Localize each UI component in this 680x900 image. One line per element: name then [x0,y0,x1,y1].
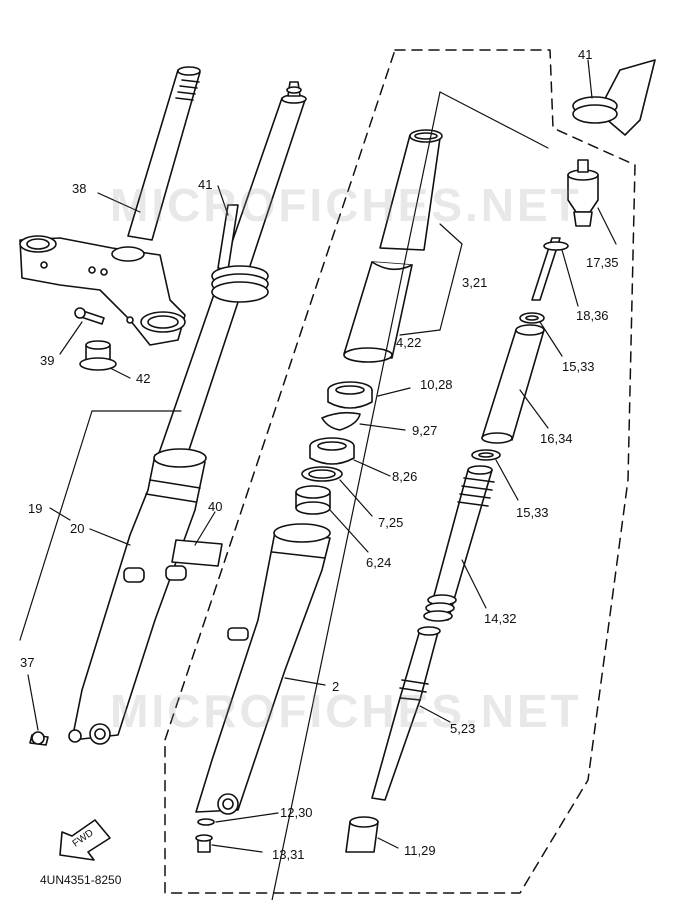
label-12-30: 12,30 [280,805,313,820]
dashed-group-outline [164,49,636,894]
fork-spring-14-32 [423,465,495,622]
label-2: 2 [332,679,340,694]
label-11-29: 11,29 [404,843,436,858]
bushing-6-24 [295,485,331,515]
label-17-35: 17,35 [586,255,619,270]
inner-tube-38 [127,66,201,241]
spring-clip-41-right [572,59,656,136]
label-16-34: 16,34 [540,431,573,446]
label-15-33-upper: 15,33 [562,359,595,374]
label-40: 40 [208,499,223,514]
washer-15-33-lower [471,449,501,461]
figure-code: 4UN4351-8250 [40,873,122,887]
label-18-36: 18,36 [576,308,609,323]
spring-clip-41-left [211,204,269,303]
label-6-24: 6,24 [366,555,392,570]
bolt-37 [29,731,49,746]
washer-15-33-upper [519,312,545,324]
watermark-bottom: MICROFICHES.NET [110,685,582,737]
label-39: 39 [40,353,55,368]
label-5-23: 5,23 [450,721,476,736]
label-14-32: 14,32 [484,611,517,626]
label-38: 38 [72,181,87,196]
dust-seal-10-28 [327,381,373,409]
label-10-28: 10,28 [420,377,453,392]
clip-9-27 [321,411,361,431]
oil-lock-piece-11-29 [345,816,379,853]
bolt-39 [74,307,105,325]
label-37: 37 [20,655,35,670]
label-4-22: 4,22 [396,335,422,350]
label-15-33-lower: 15,33 [516,505,549,520]
cap-bolt-17-35 [567,159,599,227]
damper-rod-5-23 [371,626,441,801]
cap-42 [79,340,117,371]
label-19: 19 [28,501,43,516]
rod-18-36 [531,237,569,301]
watermark-top: MICROFICHES.NET [110,179,582,231]
label-plate-40 [171,539,223,567]
label-20: 20 [70,521,85,536]
slide-tube-4-22 [343,261,413,363]
leader-lines [19,59,617,900]
label-13-31: 13,31 [272,847,305,862]
label-8-26: 8,26 [392,469,418,484]
label-41-right: 41 [578,47,593,62]
label-9-27: 9,27 [412,423,438,438]
label-7-25: 7,25 [378,515,404,530]
drain-bolt-13-31 [195,834,213,853]
label-3-21: 3,21 [462,275,488,290]
outer-tube-19-20 [68,448,207,745]
fwd-arrow-icon [59,819,111,861]
label-42: 42 [136,371,151,386]
spacer-16-34 [481,324,545,444]
washer-12-30 [197,818,215,826]
washer-7-25 [301,466,343,482]
label-41-left: 41 [198,177,213,192]
steering-bracket [19,235,186,346]
oil-seal-8-26 [309,437,355,465]
outer-tube-2 [195,523,331,815]
